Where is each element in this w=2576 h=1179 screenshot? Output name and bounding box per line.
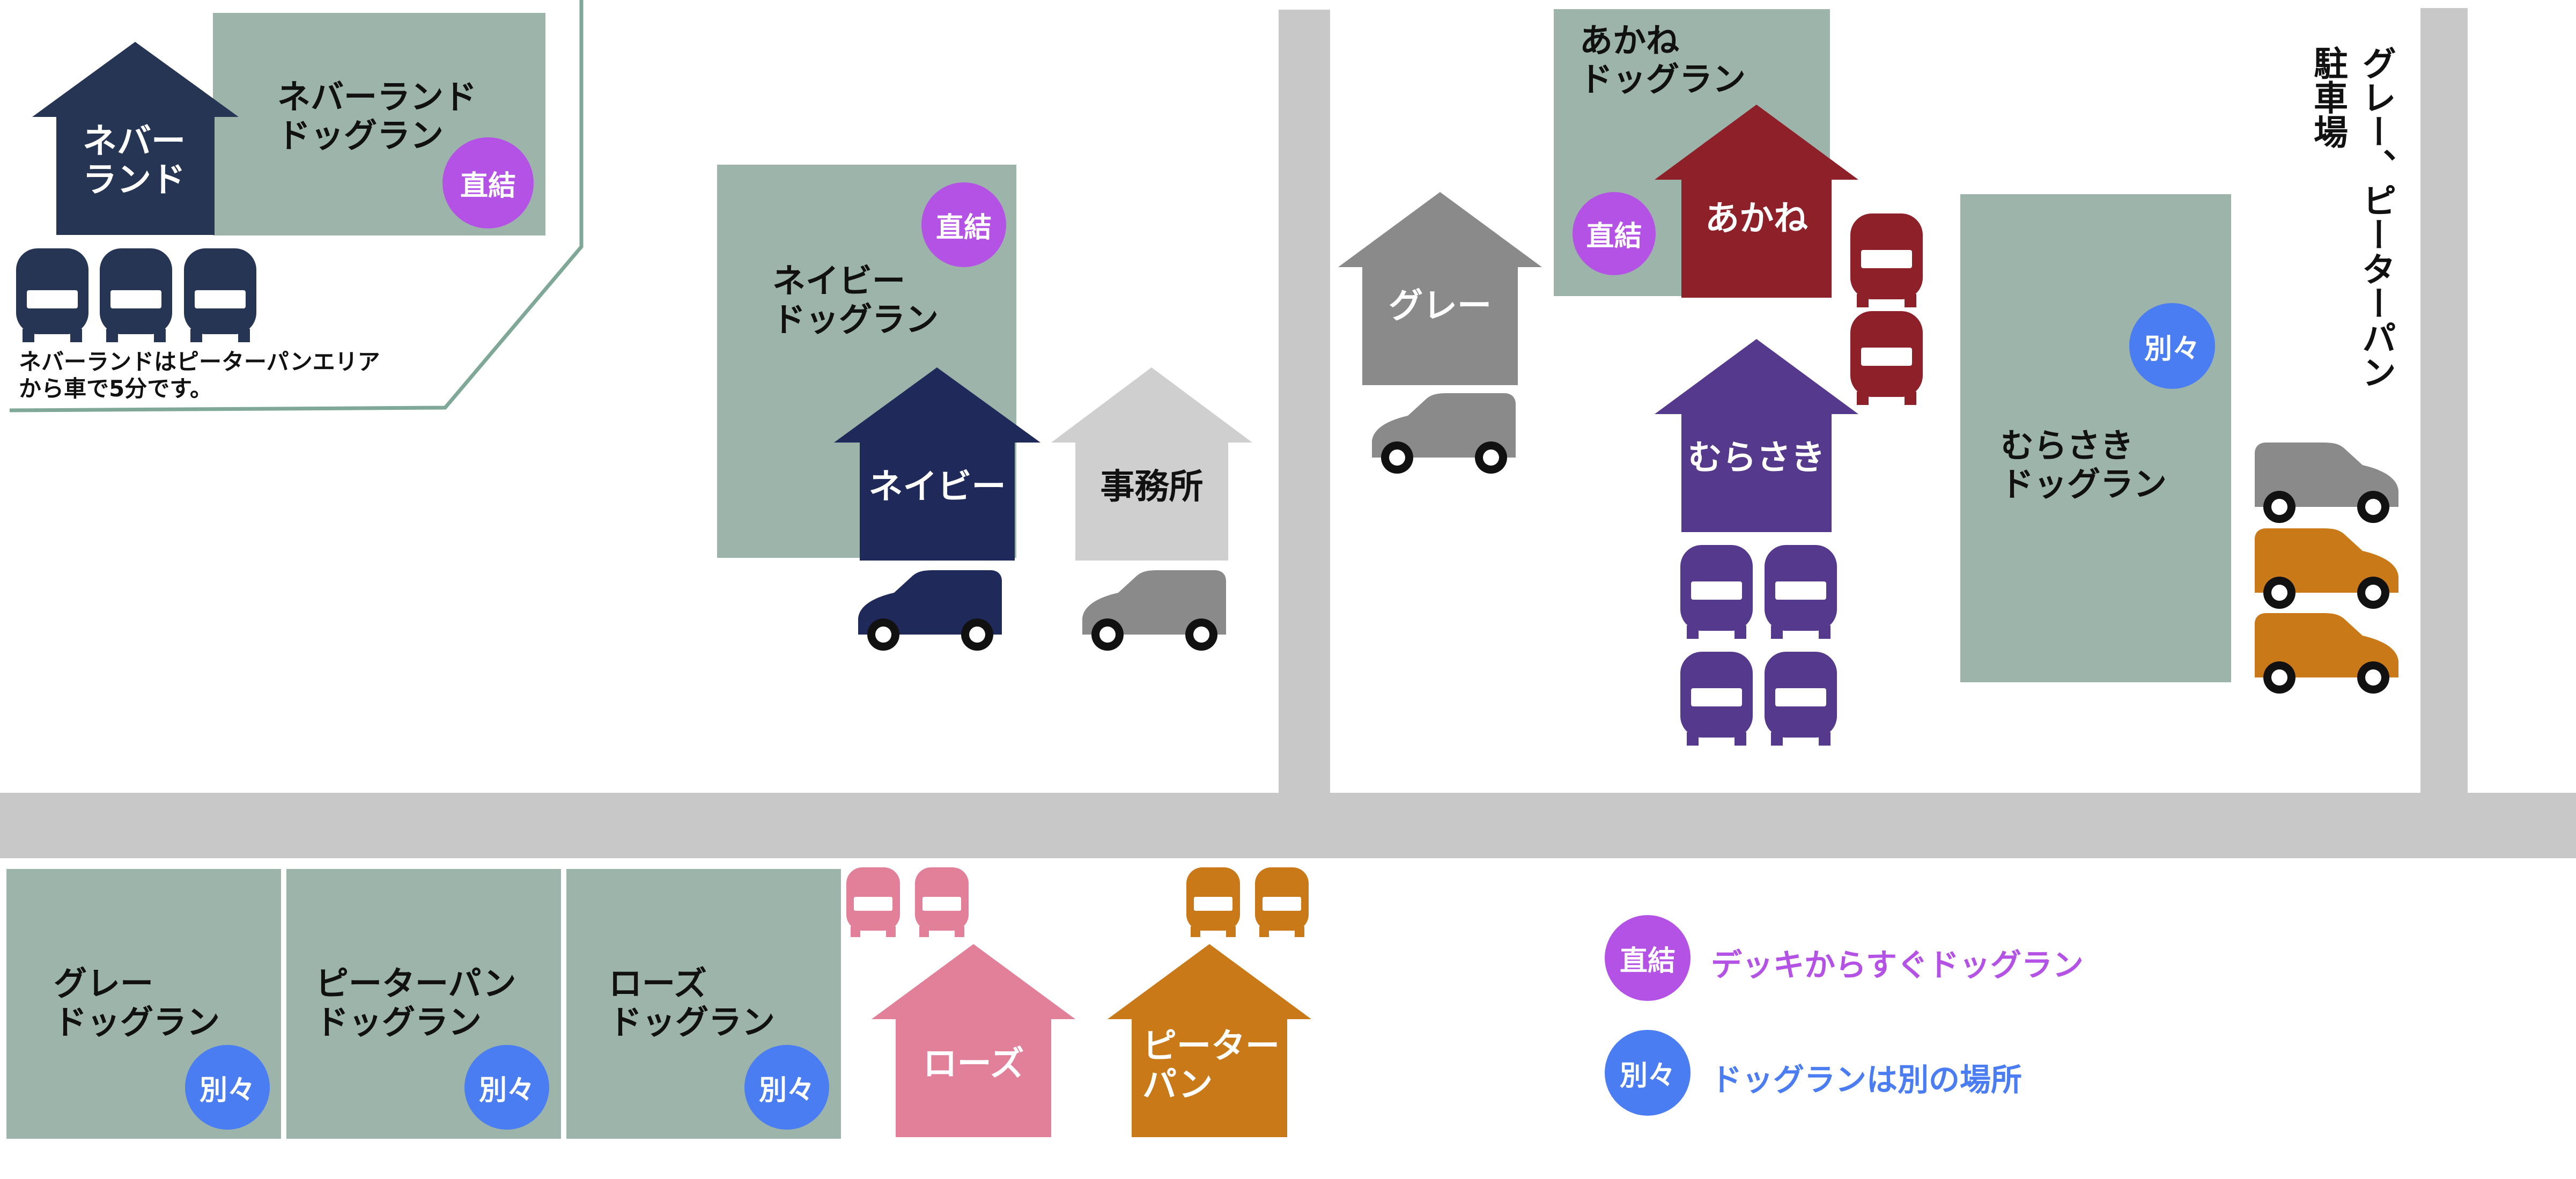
- rose-dog-run-label: ローズ ドッグラン: [609, 964, 776, 1042]
- neverland-house-label: ネバー ランド: [83, 122, 186, 200]
- navy-house-label: ネイビー: [868, 467, 1006, 507]
- murasaki-house-icon[interactable]: [1655, 339, 1858, 532]
- murasaki-separate-badge: 別々: [2129, 303, 2215, 389]
- navy-direct-badge: 直結: [921, 182, 1006, 267]
- peterpan-house-icon[interactable]: [1108, 944, 1311, 1137]
- legend-separate-badge: 別々: [1605, 1030, 1691, 1116]
- parking-gray-car-icon: [2255, 443, 2398, 523]
- main-road: [0, 793, 2576, 858]
- rose-house-label: ローズ: [922, 1044, 1024, 1084]
- akane-dog-run-label: あかね ドッグラン: [1579, 21, 1746, 99]
- neverland-house-icon[interactable]: [32, 42, 239, 235]
- bus-icon: [16, 248, 88, 342]
- navy-car-icon: [858, 570, 1002, 651]
- legend-separate-text: ドッグランは別の場所: [1711, 1062, 2023, 1098]
- office-house-label: 事務所: [1100, 467, 1204, 507]
- neverland-area-outline: [9, 0, 584, 412]
- rose-separate-badge: 別々: [744, 1045, 829, 1130]
- murasaki-bus-icon: [1680, 545, 1753, 639]
- office-car-icon: [1082, 570, 1226, 651]
- neverland-direct-badge: 直結: [442, 137, 534, 229]
- peterpan-separate-badge: 別々: [464, 1045, 549, 1130]
- murasaki-bus-icon: [1765, 652, 1837, 746]
- legend-direct-badge: 直結: [1605, 915, 1691, 1001]
- peterpan-bus-icon: [1255, 867, 1309, 937]
- akane-bus-icon: [1850, 311, 1923, 405]
- neverland-dog-run-label: ネバーランド ドッグラン: [277, 77, 477, 155]
- murasaki-dog-run: [1960, 194, 2231, 682]
- murasaki-dog-run-label: むらさき ドッグラン: [2001, 426, 2167, 504]
- akane-bus-icon: [1850, 213, 1923, 307]
- parking-label-line1: グレー、ピーターパン: [2356, 46, 2396, 389]
- gray-separate-badge: 別々: [185, 1045, 270, 1130]
- office-house-icon[interactable]: [1051, 367, 1252, 561]
- navy-dog-run-label: ネイビー ドッグラン: [772, 261, 939, 339]
- gray-car-icon: [1372, 393, 1516, 474]
- road-left-vertical: [1279, 10, 1330, 798]
- neverland-note: ネバーランドはピーターパンエリア から車で5分です。: [19, 349, 380, 402]
- parking-label-line2: 駐車場: [2308, 46, 2348, 149]
- bus-icon: [184, 248, 256, 342]
- rose-bus-icon: [915, 867, 969, 937]
- peterpan-house-label: ピーター パン: [1142, 1027, 1280, 1105]
- parking-label: グレー、ピーターパン 駐車場: [2290, 46, 2397, 453]
- gray-dog-run-label: グレー ドッグラン: [54, 964, 220, 1042]
- navy-house-icon[interactable]: [834, 367, 1040, 561]
- gray-house-icon[interactable]: [1338, 192, 1542, 385]
- akane-house-label: あかね: [1705, 199, 1808, 239]
- gray-house-label: グレー: [1389, 286, 1492, 326]
- akane-house-icon[interactable]: [1655, 105, 1858, 298]
- rose-bus-icon: [846, 867, 900, 937]
- murasaki-house-label: むらさき: [1688, 438, 1825, 478]
- peterpan-dog-run-label: ピーターパン ドッグラン: [315, 964, 516, 1042]
- murasaki-bus-icon: [1680, 652, 1753, 746]
- legend-direct-text: デッキからすぐドッグラン: [1711, 947, 2084, 983]
- rose-house-icon[interactable]: [872, 944, 1075, 1137]
- parking-orange-car-icon: [2255, 528, 2398, 609]
- parking-orange-car-icon: [2255, 613, 2398, 694]
- peterpan-bus-icon: [1186, 867, 1240, 937]
- road-right-vertical: [2420, 8, 2468, 797]
- murasaki-bus-icon: [1765, 545, 1837, 639]
- bus-icon: [100, 248, 172, 342]
- akane-direct-badge: 直結: [1573, 192, 1656, 275]
